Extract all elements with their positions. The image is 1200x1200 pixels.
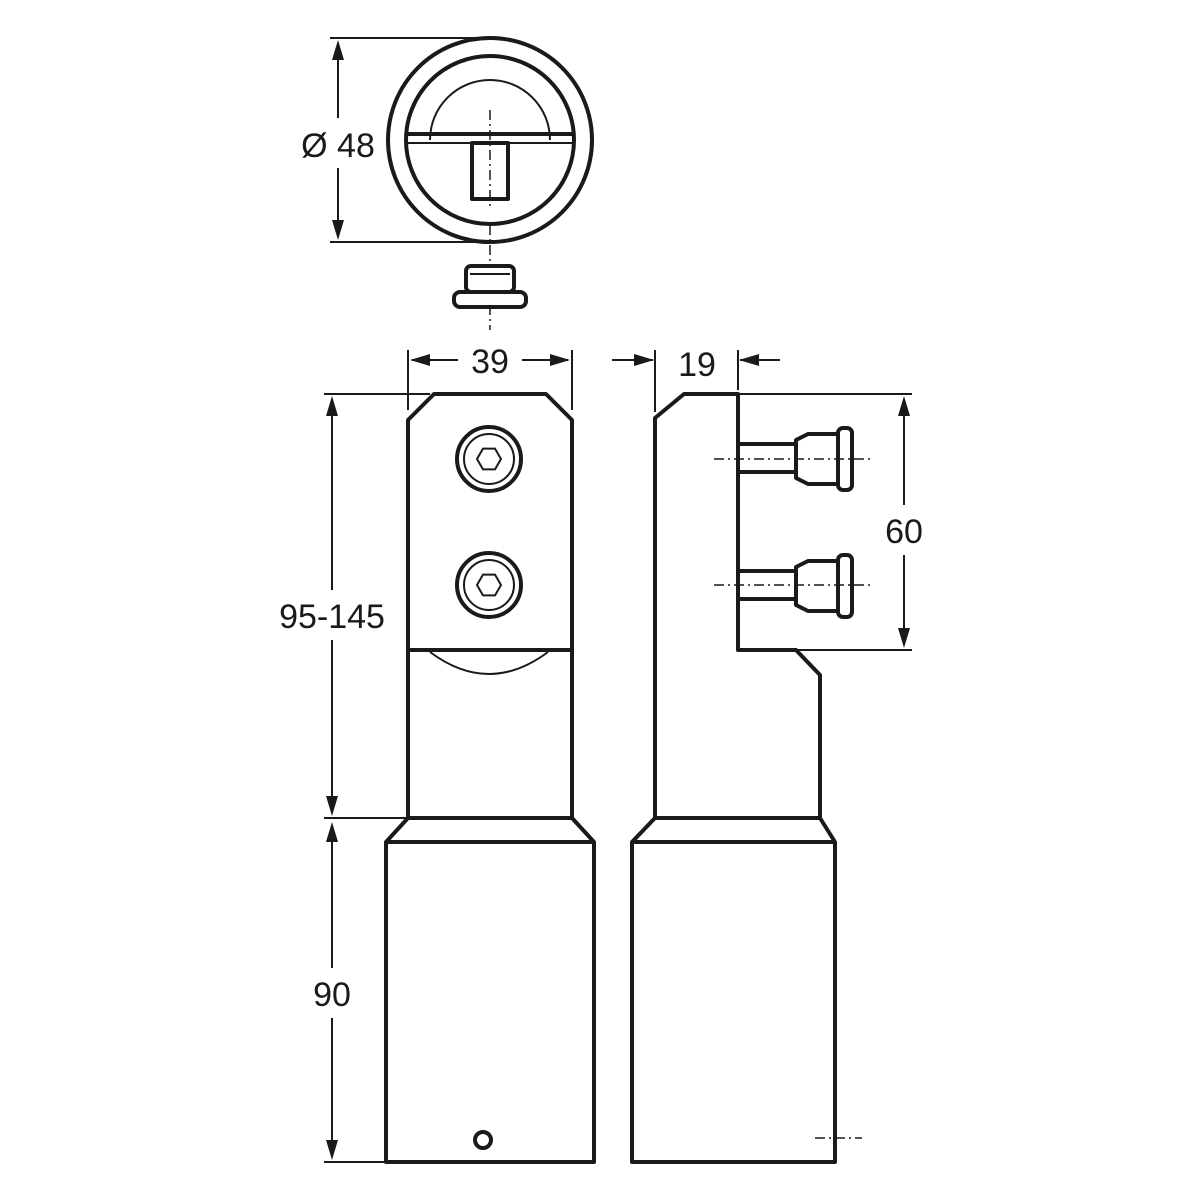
side-bolt-1 — [714, 426, 870, 492]
front-screw-2 — [455, 551, 523, 619]
diameter-label: Ø 48 — [301, 127, 375, 165]
front-view — [384, 392, 596, 1164]
adjust-height-dimension: 95-145 — [279, 393, 430, 819]
screw-spacing-dimension: 60 — [740, 393, 923, 651]
depth-label: 19 — [678, 346, 716, 384]
grub-screw-hole — [473, 1130, 493, 1150]
base-height-dimension: 90 — [313, 822, 386, 1163]
front-disc-edge — [429, 651, 549, 675]
depth-dimension: 19 — [612, 346, 780, 412]
hex-socket-icon — [475, 447, 503, 471]
adjust-height-label: 95-145 — [279, 598, 385, 636]
side-view — [630, 392, 870, 1164]
internal-disc-arc — [429, 79, 551, 141]
fixing-cap — [452, 264, 528, 309]
front-base-tube — [384, 816, 596, 1164]
front-screw-1 — [455, 425, 523, 493]
top-view: Ø 48 — [301, 36, 594, 330]
base-height-label: 90 — [313, 976, 351, 1014]
flange-inner-ring — [404, 54, 576, 226]
spacing-label: 60 — [885, 513, 923, 551]
side-base-tube — [630, 816, 837, 1164]
front-upper-block — [406, 392, 574, 652]
hex-socket-icon — [475, 573, 503, 597]
diameter-dimension: Ø 48 — [301, 37, 490, 243]
width-dimension: 39 — [407, 343, 573, 410]
front-telescopic-section — [406, 648, 574, 820]
side-bolt-2 — [714, 553, 870, 619]
width-label: 39 — [471, 343, 509, 381]
